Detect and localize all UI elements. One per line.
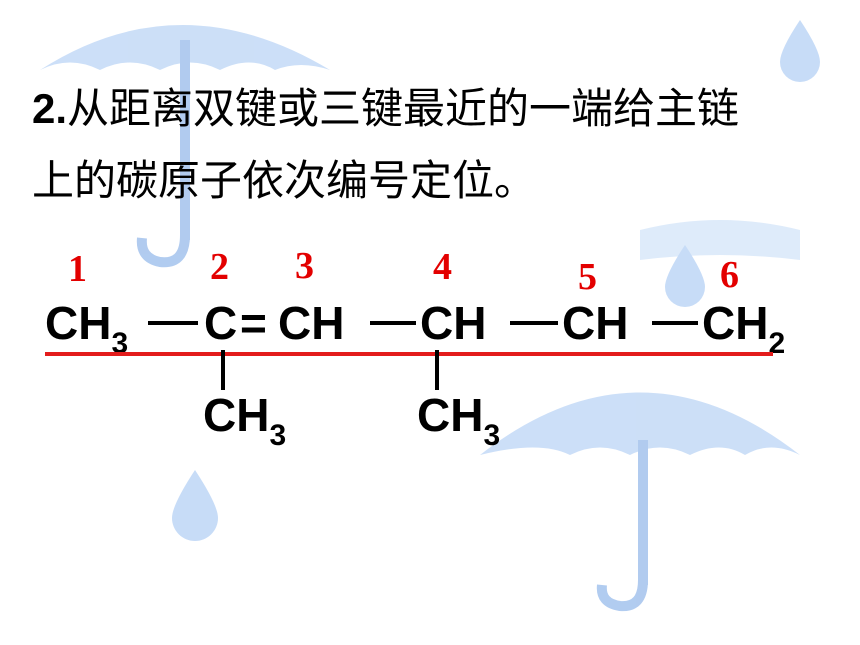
raindrop-icon [172,470,218,541]
carbon-number-6: 6 [720,254,739,296]
branch-bond [221,350,225,390]
single-bond [510,321,558,325]
branch-bond [435,350,439,390]
branch-ch3-1: CH3 [203,389,287,452]
group-ch-4: CH [420,297,487,349]
double-bond: = [240,297,267,349]
umbrella-icon [40,25,330,268]
carbon-number-3: 3 [295,245,314,287]
raindrop-icon [665,245,705,307]
group-ch3-1: CH3 [45,297,129,360]
heading-line-1: 2.从距离双键或三键最近的一端给主链 [32,88,739,130]
carbon-number-4: 4 [433,246,452,288]
umbrella-icon [640,220,800,260]
single-bond [652,321,698,325]
single-bond [370,321,416,325]
group-ch-3: CH [278,297,345,349]
raindrop-icon [780,20,820,82]
carbon-number-1: 1 [68,248,87,290]
group-ch-5: CH [562,297,629,349]
group-c-2: C [204,297,238,349]
heading-number: 2. [32,85,68,132]
single-bond [148,321,198,325]
carbon-number-2: 2 [210,246,229,288]
branch-ch3-2: CH3 [417,389,501,452]
main-chain-underline [45,352,773,356]
group-ch2-6: CH2 [702,297,786,360]
heading-text-2: 上的碳原子依次编号定位。 [32,156,537,205]
heading-text-1: 从距离双键或三键最近的一端给主链 [67,84,740,133]
heading-line-2: 上的碳原子依次编号定位。 [32,160,536,202]
umbrella-icon [480,392,800,612]
carbon-number-5: 5 [578,256,597,298]
